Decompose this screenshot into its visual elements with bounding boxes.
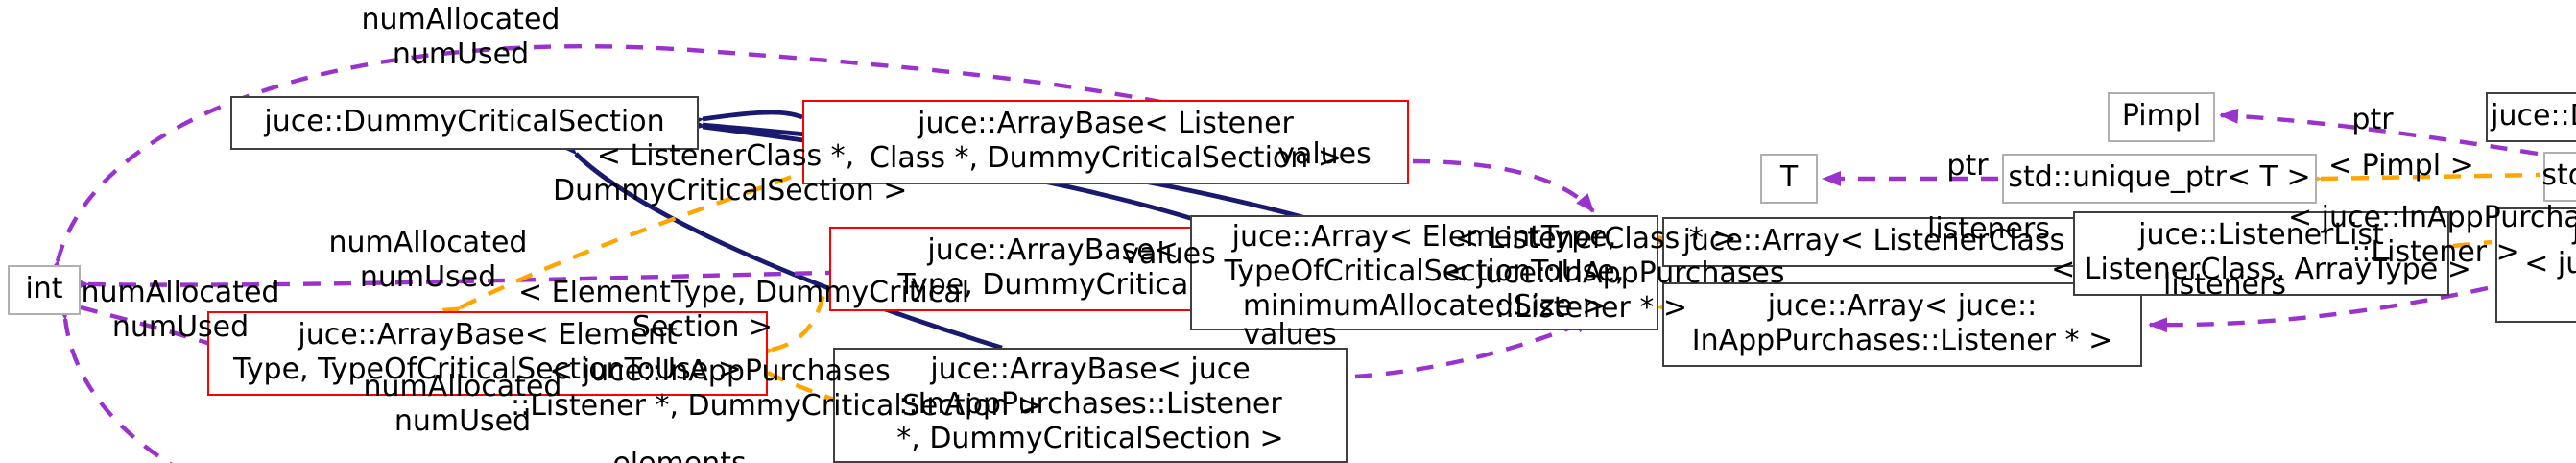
edge-label-listenerclass-dummycriticalsection: < ListenerClass *, DummyCriticalSection …	[553, 138, 908, 207]
edge-label-elementtype-dummycriticalsection: < ElementType, DummyCritical Section >	[518, 275, 970, 344]
edge-label-numallocated-numused-mid: numAllocated numUsed	[328, 225, 528, 294]
edge-label-ptr-1: ptr	[1946, 148, 1989, 183]
edge-label-listeners-2: listeners	[2163, 267, 2286, 302]
node-arraybase-inapppurchases-listener-dummycriticalsection[interactable]: juce::ArrayBase< juce ::InAppPurchases::…	[833, 348, 1348, 463]
node-array-elementtype-typeofcriticalsectiontouse-minimumallocatedsize[interactable]: juce::Array< ElementType, TypeOfCritical…	[1190, 215, 1658, 330]
node-pimpl[interactable]: Pimpl	[2108, 92, 2215, 142]
node-listenerlist-listenerclass-arraytype[interactable]: juce::ListenerList < ListenerClass, Arra…	[2051, 211, 2471, 296]
edge-label-values-mid: values	[1122, 236, 1216, 271]
edge-label-values-top: values	[1277, 136, 1371, 171]
node-juce-deletedatshutdown[interactable]: juce::DeletedAtShutdown	[2486, 92, 2576, 142]
edge-label-numallocated-numused-top: numAllocated numUsed	[361, 2, 561, 71]
edge-label-inapppurchases-listener-dummycriticalsection: < juce::InAppPurchases ::Listener *, Dum…	[511, 353, 1042, 423]
edge-label-inapppurchases-listener-template: < juce::InAppPurchases ::Listener >	[2288, 200, 2576, 269]
node-unique-ptr-t[interactable]: std::unique_ptr< T >	[2002, 154, 2317, 204]
node-arraybase-listenerclass-dummycriticalsection[interactable]: juce::ArrayBase< Listener Class *, Dummy…	[802, 100, 1409, 184]
edge-label-listenerclass-ptr: < ListenerClass * >	[1455, 221, 1737, 256]
edge-label-inapppurchases-listener-ptr: < juce::InAppPurchases ::Listener * >	[1443, 256, 1785, 325]
node-t[interactable]: T	[1760, 154, 1818, 204]
edge-label-numallocated-numused-low: numAllocated numUsed	[363, 369, 562, 438]
edge-label-listeners-1: listeners	[1927, 211, 2050, 246]
edge-label-numallocated-numused-left: numAllocated numUsed	[81, 275, 280, 344]
node-juce-dummycriticalsection[interactable]: juce::DummyCriticalSection	[230, 96, 699, 150]
edge-label-pimpl-template: < Pimpl >	[2328, 148, 2474, 183]
node-array-inapppurchases-listener-ptr[interactable]: juce::Array< juce:: InAppPurchases::List…	[1662, 282, 2142, 367]
node-arraybase-elementtype-typeofcriticalsectiontouse[interactable]: juce::ArrayBase< Element Type, TypeOfCri…	[207, 311, 768, 396]
node-unique-ptr-pimpl[interactable]: std::unique_ptr< Pimpl >	[2541, 152, 2576, 202]
node-int[interactable]: int	[8, 265, 81, 315]
edge-label-elements: elements	[612, 446, 747, 463]
node-listenerlist-inapppurchases-listener[interactable]: juce::ListenerList < juce::InAppPurchase…	[2495, 207, 2576, 323]
edge-label-ptr-2: ptr	[2351, 102, 2394, 136]
edge-label-values-bottom: values	[1243, 317, 1337, 352]
